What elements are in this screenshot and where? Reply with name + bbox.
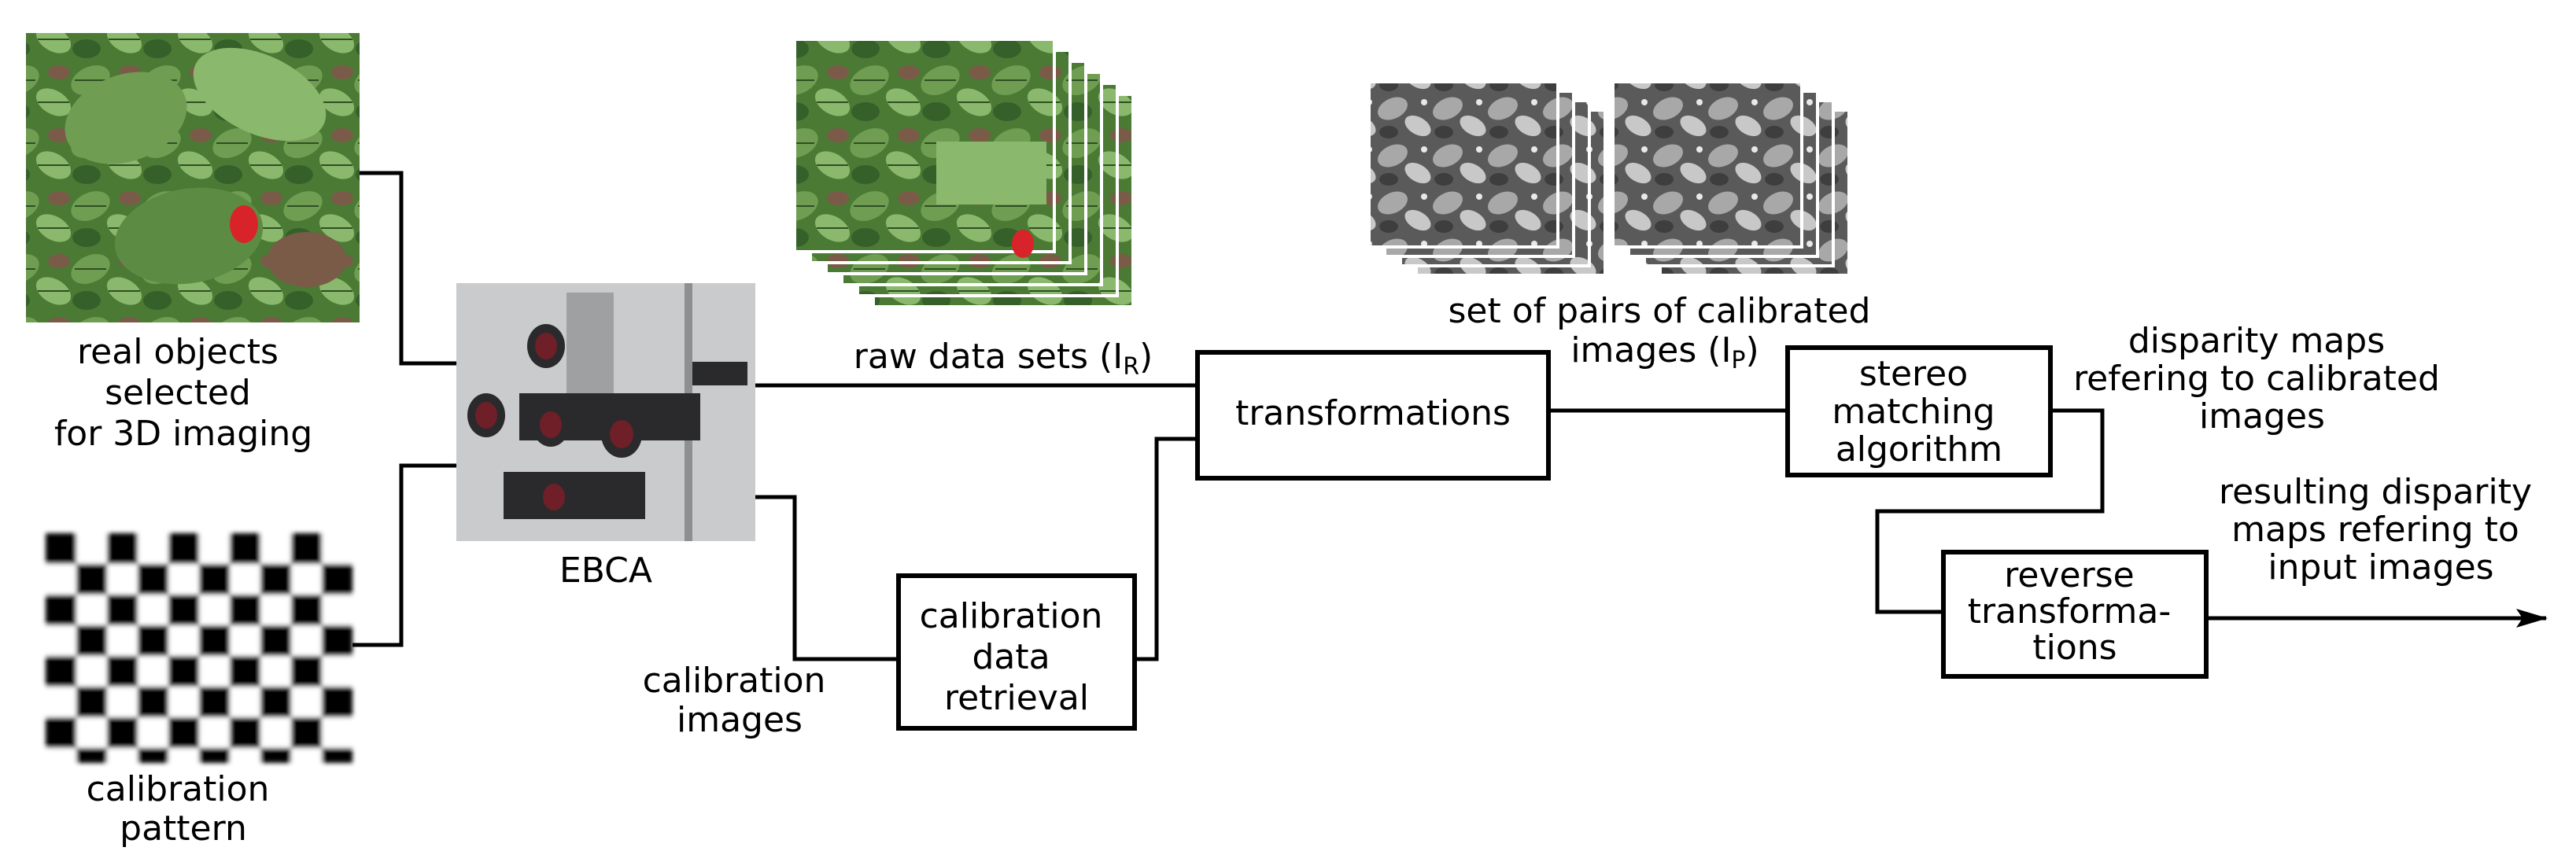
arrow-pattern-to-ebca — [352, 463, 457, 647]
transformations-label: transformations — [1235, 393, 1511, 433]
reverse-transformations-label: reverse transforma- tions — [1968, 555, 2183, 668]
strawberry-berry — [230, 205, 258, 243]
calibration-pattern-label: calibration pattern — [87, 769, 281, 849]
calibrated-stack-left — [1367, 80, 1607, 277]
connectors — [352, 171, 2548, 661]
camera-lens — [535, 475, 573, 519]
transformations-box — [1195, 350, 1551, 481]
raw-data-stack — [793, 38, 1135, 308]
calibration-data-retrieval-label: calibration data retrieval — [920, 596, 1114, 718]
real-objects-label: real objects selected for 3D imaging — [54, 332, 312, 454]
arrow-calibration-to-transformations — [1135, 437, 1197, 661]
calibration-data-retrieval-box — [896, 573, 1137, 731]
resulting-disparity-label: resulting disparity maps refering to inp… — [2219, 472, 2543, 588]
raw-data-sets-label: raw data sets (IR) — [854, 337, 1153, 381]
arrow-stereo-to-reverse — [1875, 408, 2105, 614]
calibrated-stack-right — [1611, 80, 1851, 277]
strawberry-photo — [26, 33, 360, 322]
calibration-images-label: calibration images — [643, 661, 837, 740]
ebca-camera-photo — [456, 283, 755, 541]
reverse-transformations-box — [1941, 550, 2209, 679]
arrow-ebca-to-calibration — [755, 495, 899, 661]
camera-lens — [467, 393, 505, 437]
arrow-objects-to-ebca — [360, 171, 457, 366]
camera-lens — [601, 411, 642, 458]
ebca-label: EBCA — [559, 551, 652, 591]
stereo-matching-box — [1785, 345, 2053, 477]
stereo-matching-label: stereo matching algorithm — [1832, 354, 2006, 470]
camera-lens — [527, 324, 565, 368]
disparity-maps-label: disparity maps refering to calibrated im… — [2073, 321, 2451, 437]
camera-lens — [532, 403, 570, 447]
calibrated-pairs-label: set of pairs of calibrated images (IP) — [1449, 291, 1882, 374]
calibration-checkerboard — [46, 533, 352, 763]
